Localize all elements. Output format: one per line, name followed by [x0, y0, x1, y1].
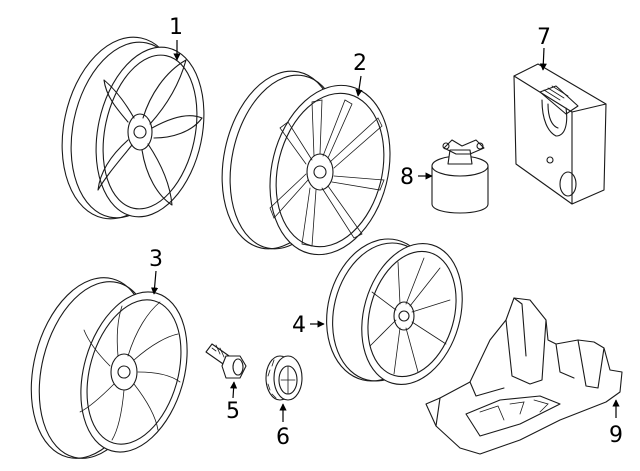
- callout-8: 8: [400, 165, 414, 190]
- compressor-7[interactable]: [513, 63, 607, 205]
- wheel-1[interactable]: [46, 26, 219, 230]
- wheel-3[interactable]: [13, 265, 204, 471]
- leader-lines: [150, 40, 620, 422]
- callout-9: 9: [609, 423, 623, 448]
- callout-7: 7: [537, 25, 551, 50]
- wheel-4[interactable]: [312, 228, 478, 397]
- sealant-bottle-8[interactable]: [431, 139, 489, 214]
- callout-4: 4: [292, 313, 306, 338]
- wheel-bolt-5[interactable]: [205, 343, 247, 379]
- callout-2: 2: [353, 51, 367, 76]
- hub-cap-6[interactable]: [265, 355, 303, 401]
- tool-tray-9[interactable]: [425, 297, 623, 455]
- callout-1: 1: [169, 15, 183, 40]
- wheel-2[interactable]: [207, 60, 408, 267]
- callout-5: 5: [226, 399, 240, 424]
- callout-3: 3: [149, 247, 163, 272]
- callout-6: 6: [276, 425, 290, 450]
